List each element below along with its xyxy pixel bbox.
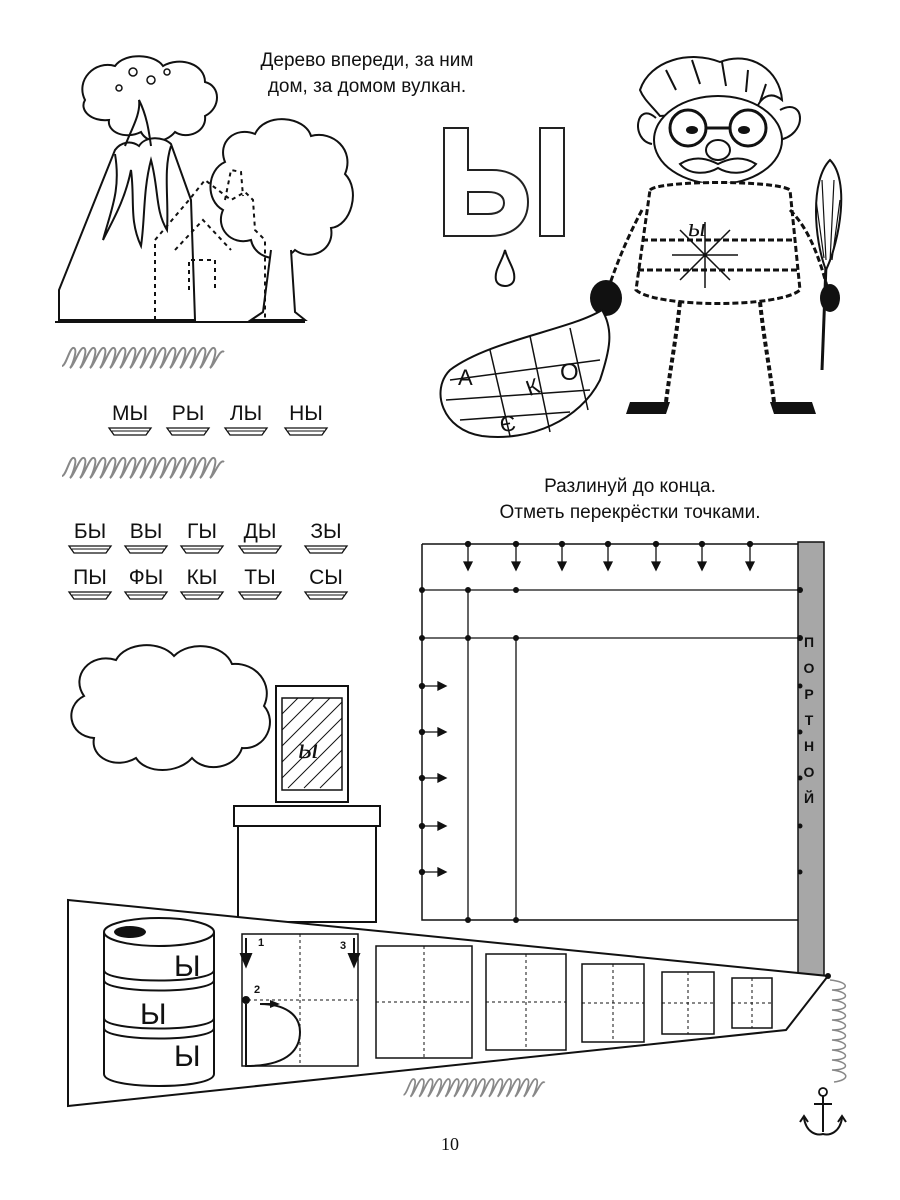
step-number-2: 2 bbox=[254, 984, 261, 996]
ruler-letter: Н bbox=[803, 738, 815, 754]
anchor-chain bbox=[829, 979, 847, 1083]
smoke-cloud bbox=[70, 644, 271, 771]
boat-icon bbox=[223, 427, 269, 436]
order-instruction: Дерево впереди, за ним дом, за домом вул… bbox=[222, 48, 512, 100]
syllable-text: РЫ bbox=[171, 402, 205, 425]
chimney: ы bbox=[275, 685, 349, 803]
grid-instruction-line2: Отметь перекрёстки точками. bbox=[499, 502, 761, 523]
big-letter-shape bbox=[443, 127, 565, 237]
barrel-letter: Ы bbox=[140, 998, 167, 1031]
drop-icon bbox=[494, 249, 516, 287]
grid-instruction-line1: Разлинуй до конца. bbox=[544, 476, 716, 497]
syllable-text: НЫ bbox=[289, 402, 323, 425]
cursive-loops-bottom bbox=[403, 1078, 546, 1098]
net-letter-a: А bbox=[458, 365, 473, 390]
page-number: 10 bbox=[441, 1134, 459, 1154]
syllable-boat: КЫ bbox=[178, 566, 226, 600]
boat-icon bbox=[123, 545, 169, 554]
house-block bbox=[233, 805, 381, 923]
boat-icon bbox=[237, 591, 283, 600]
syllable-boat: БЫ bbox=[66, 520, 114, 554]
syllable-text: ЗЫ bbox=[310, 520, 342, 543]
boat-icon bbox=[303, 545, 349, 554]
boat-icon bbox=[165, 427, 211, 436]
anchor-icon bbox=[799, 1087, 847, 1136]
goblin-picture: ы А Э К О bbox=[439, 56, 843, 438]
boat-icon bbox=[303, 591, 349, 600]
big-letter-outline: Ы bbox=[430, 118, 578, 248]
ruler-letter: О bbox=[803, 764, 815, 780]
syllable-text: ТЫ bbox=[244, 566, 276, 589]
syllable-text: ГЫ bbox=[187, 520, 217, 543]
net-letter-o: О bbox=[560, 359, 579, 386]
syllable-text: ВЫ bbox=[129, 520, 163, 543]
net-letter-e: Э bbox=[498, 410, 518, 437]
boat-icon bbox=[179, 591, 225, 600]
syllable-boat: МЫ bbox=[106, 402, 154, 436]
boat-icon bbox=[179, 545, 225, 554]
syllable-text: ЛЫ bbox=[229, 402, 263, 425]
syllable-text: МЫ bbox=[111, 402, 149, 425]
syllable-boat: НЫ bbox=[282, 402, 330, 436]
order-instruction-line2: дом, за домом вулкан. bbox=[267, 76, 467, 97]
ruler-letter: Р bbox=[804, 686, 814, 702]
line-grid-exercise bbox=[418, 540, 825, 979]
ruler-letter: Т bbox=[804, 712, 814, 728]
syllable-boat: РЫ bbox=[164, 402, 212, 436]
syllable-boat: ЗЫ bbox=[302, 520, 350, 554]
syllable-text: СЫ bbox=[309, 566, 343, 589]
syllable-boat: ПЫ bbox=[66, 566, 114, 600]
syllable-boat: ВЫ bbox=[122, 520, 170, 554]
boat-icon bbox=[107, 427, 153, 436]
svg-text:ы: ы bbox=[688, 213, 706, 242]
barrel-letter: Ы bbox=[174, 1040, 201, 1073]
step-number-3: 3 bbox=[340, 940, 347, 952]
ruler-letter: П bbox=[803, 634, 815, 650]
ruler-letter: Й bbox=[803, 790, 815, 806]
syllable-text: ПЫ bbox=[73, 566, 107, 589]
syllable-boat: СЫ bbox=[302, 566, 350, 600]
order-instruction-line1: Дерево впереди, за ним bbox=[260, 50, 474, 71]
cursive-loops-row1 bbox=[61, 347, 225, 369]
syllable-text: ФЫ bbox=[128, 566, 164, 589]
boat-icon bbox=[283, 427, 329, 436]
syllable-boat: ЛЫ bbox=[222, 402, 270, 436]
boat-icon bbox=[67, 545, 113, 554]
step-number-1: 1 bbox=[258, 937, 265, 949]
volcano-house-tree-picture bbox=[55, 55, 354, 323]
barrel bbox=[103, 917, 215, 1087]
grid-instruction: Разлинуй до конца. Отметь перекрёстки то… bbox=[440, 474, 820, 526]
syllable-text: БЫ bbox=[73, 520, 107, 543]
syllable-boat: ДЫ bbox=[236, 520, 284, 554]
syllable-text: ДЫ bbox=[243, 520, 277, 543]
boat-icon bbox=[123, 591, 169, 600]
boat-icon bbox=[237, 545, 283, 554]
cursive-loops-row2 bbox=[61, 457, 225, 479]
syllable-boat: ТЫ bbox=[236, 566, 284, 600]
svg-text:ы: ы bbox=[298, 732, 318, 765]
syllable-text: КЫ bbox=[186, 566, 218, 589]
syllable-boat: ФЫ bbox=[122, 566, 170, 600]
boat-icon bbox=[67, 591, 113, 600]
ruler-letter: О bbox=[803, 660, 815, 676]
barge bbox=[67, 898, 831, 1108]
syllable-boat: ГЫ bbox=[178, 520, 226, 554]
barrel-letter: Ы bbox=[174, 950, 201, 983]
